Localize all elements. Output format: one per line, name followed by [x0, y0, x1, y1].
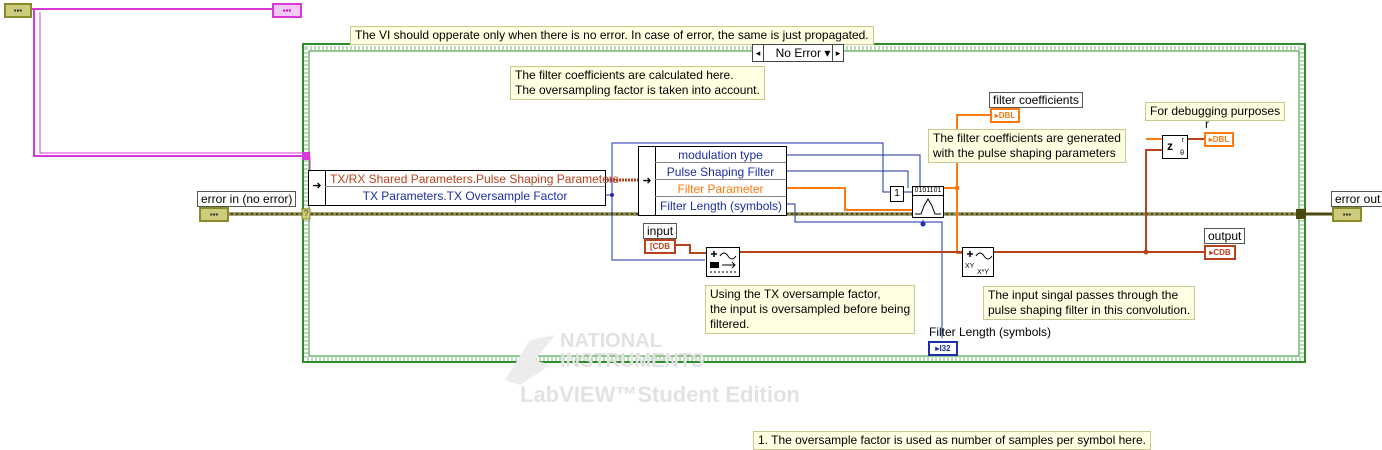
- convolution-subvi[interactable]: XY X*Y: [962, 247, 994, 277]
- unbundle-right-row-1[interactable]: Pulse Shaping Filter: [655, 164, 786, 180]
- convolution-icon: XY X*Y: [965, 251, 993, 276]
- error-in-label: error in (no error): [197, 191, 297, 207]
- filter-coefficients-label: filter coefficients: [989, 92, 1083, 108]
- unbundle-by-name-right[interactable]: ➜ modulation type Pulse Shaping Filter F…: [638, 146, 787, 216]
- unbundle-right-row-2[interactable]: Filter Parameter: [655, 181, 786, 197]
- error-out-terminal[interactable]: ▪▪▪: [1332, 207, 1362, 222]
- r-terminal[interactable]: ▸DBL: [1204, 132, 1234, 147]
- input-terminal[interactable]: [CDB: [644, 239, 676, 254]
- unbundle-left-row-1[interactable]: TX Parameters.TX Oversample Factor: [362, 189, 568, 203]
- filter-gen-note: The filter coefficients are generated wi…: [928, 129, 1126, 163]
- unbundle-left-row-0[interactable]: TX/RX Shared Parameters.Pulse Shaping Pa…: [325, 171, 619, 187]
- filter-coefficients-terminal[interactable]: ▸DBL: [990, 108, 1020, 123]
- convolution-note: The input singal passes through the puls…: [983, 286, 1196, 320]
- debug-note: For debugging purposes: [1145, 102, 1286, 121]
- filter-length-terminal[interactable]: ▸I32: [928, 341, 958, 356]
- error-in-terminal[interactable]: ▪▪▪: [199, 207, 229, 222]
- filter-calc-note: The filter coefficients are calculated h…: [510, 66, 765, 100]
- unbundle-left-handle: ➜: [309, 171, 326, 205]
- oversample-subvi[interactable]: [706, 247, 740, 277]
- unbundle-right-row-0[interactable]: modulation type: [655, 147, 786, 163]
- input-label: input: [643, 223, 678, 239]
- case-selector-left-arrow[interactable]: ◂: [752, 44, 764, 62]
- z-node-label: z: [1167, 139, 1173, 153]
- case-selector-label: No Error ▾: [775, 46, 831, 60]
- case-selector-right-arrow[interactable]: ▸: [832, 44, 844, 62]
- unbundle-by-name-left[interactable]: ➜ TX/RX Shared Parameters.Pulse Shaping …: [308, 170, 619, 206]
- oversample-note: Using the TX oversample factor, the inpu…: [705, 285, 916, 334]
- z-node[interactable]: z r θ: [1162, 135, 1188, 159]
- r-label: r: [1205, 117, 1209, 131]
- error-cluster-constant[interactable]: ▪▪▪: [4, 3, 32, 18]
- unbundle-right-row-3[interactable]: Filter Length (symbols): [660, 199, 783, 213]
- unbundle-right-handle: ➜: [639, 147, 656, 215]
- svg-text:X*Y: X*Y: [977, 269, 989, 276]
- pulse-shaping-subvi[interactable]: 0101101: [912, 186, 944, 218]
- cluster-wire: [30, 8, 305, 157]
- error-out-label: error out: [1331, 191, 1382, 207]
- watermark-line-2: INSTRUMENTS: [560, 350, 705, 372]
- oversample-icon: [710, 251, 737, 273]
- watermark-line-3: LabVIEW™Student Edition: [520, 382, 800, 407]
- output-terminal[interactable]: ▸CDB: [1204, 245, 1236, 260]
- filter-length-label: Filter Length (symbols): [929, 325, 1052, 339]
- constant-one[interactable]: 1: [890, 186, 904, 202]
- case-selector[interactable]: No Error ▾: [762, 44, 844, 62]
- ni-eagle-icon: [505, 335, 555, 385]
- error-tunnel-selector[interactable]: ?: [303, 209, 309, 218]
- footnote: 1. The oversample factor is used as numb…: [753, 431, 1151, 450]
- cluster-indicator[interactable]: ▪▪▪: [272, 3, 302, 18]
- watermark-line-1: NATIONAL: [560, 330, 662, 352]
- subvi-bits-label: 0101101: [913, 187, 943, 196]
- case-structure-note: The VI should opperate only when there i…: [350, 26, 874, 45]
- pulse-shape-icon: [915, 197, 941, 215]
- output-label: output: [1204, 228, 1246, 244]
- svg-text:XY: XY: [965, 263, 975, 270]
